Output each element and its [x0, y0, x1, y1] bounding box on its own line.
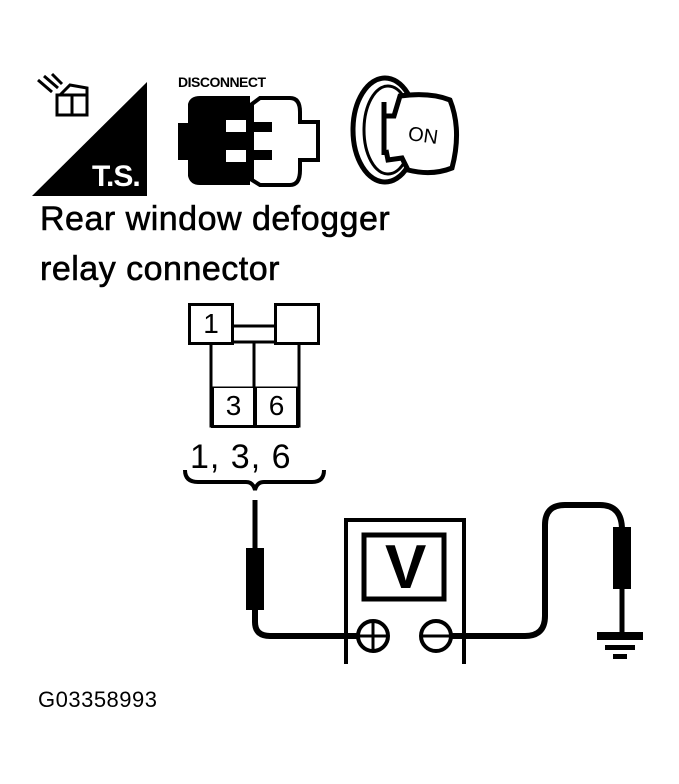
disconnect-connector-icon: [178, 96, 320, 187]
pin-top-right: [274, 303, 320, 345]
pins-brace: [183, 469, 326, 491]
troubleshooting-label: T.S.: [92, 160, 141, 193]
troubleshooting-icon: [32, 72, 147, 196]
ignition-key-on-icon: [350, 75, 460, 185]
pin-6: 6: [254, 388, 299, 428]
pin-3: 3: [211, 388, 256, 428]
ground-symbol: [597, 632, 643, 659]
negative-probe: [450, 502, 631, 639]
positive-probe: [246, 500, 380, 639]
meter-display-v: V: [385, 533, 427, 602]
voltmeter: [344, 518, 466, 664]
figure-id: G03358993: [38, 687, 158, 712]
ignition-on-label: ON: [406, 123, 440, 149]
test-pins-label: 1, 3, 6: [190, 438, 292, 476]
pin-1: 1: [188, 303, 234, 345]
disconnect-label: DISCONNECT: [178, 74, 266, 90]
title-line-1: Rear window defogger: [40, 200, 391, 238]
title-line-2: relay connector: [40, 250, 280, 288]
